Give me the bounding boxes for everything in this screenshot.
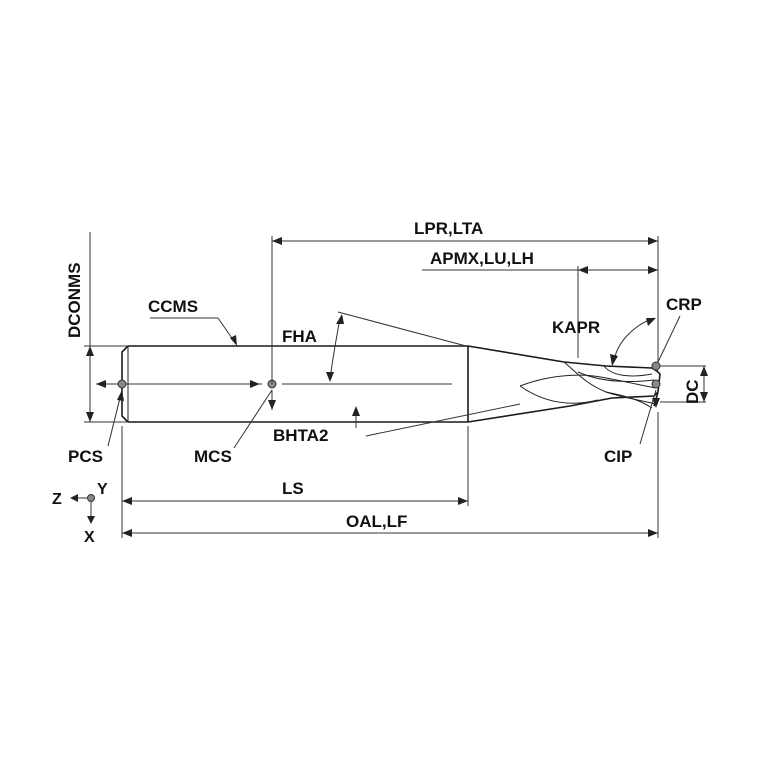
crp-leader xyxy=(657,315,681,363)
ls-label: LS xyxy=(282,479,304,498)
dc-label: DC xyxy=(683,379,702,404)
crp-point xyxy=(651,361,661,371)
mcs-leader xyxy=(233,389,276,449)
apmx-lu-lh-dimension xyxy=(422,266,658,358)
ccms-leader xyxy=(150,317,237,346)
cip-leader xyxy=(639,389,660,445)
ccms-label: CCMS xyxy=(148,297,198,316)
axis-z-label: Z xyxy=(52,491,62,508)
bhta2-indicator xyxy=(352,403,521,437)
centerline-arrow-right xyxy=(250,380,260,388)
fha-indicator xyxy=(326,311,467,382)
pcs-point xyxy=(117,379,127,389)
crp-label: CRP xyxy=(666,295,702,314)
oal-lf-dimension xyxy=(122,412,659,538)
fha-label: FHA xyxy=(282,327,317,346)
dc-dimension xyxy=(660,365,708,403)
coordinate-axes xyxy=(70,494,95,524)
lpr-lta-dimension xyxy=(271,236,659,384)
cip-point xyxy=(651,379,661,389)
apmx-lu-lh-label: APMX,LU,LH xyxy=(430,249,534,268)
pcs-leader xyxy=(107,389,124,447)
kapr-label: KAPR xyxy=(552,318,600,337)
bhta2-label: BHTA2 xyxy=(273,426,328,445)
pcs-label: PCS xyxy=(68,447,103,466)
ls-dimension xyxy=(121,426,469,538)
axis-x-label: X xyxy=(84,529,95,546)
kapr-indicator xyxy=(610,317,656,366)
tool-outline xyxy=(121,345,661,423)
oal-lf-label: OAL,LF xyxy=(346,512,407,531)
cip-label: CIP xyxy=(604,447,632,466)
dconms-label: DCONMS xyxy=(65,262,84,338)
dconms-dimension xyxy=(84,232,128,423)
centerline-arrow-left xyxy=(96,380,106,388)
mcs-label: MCS xyxy=(194,447,232,466)
axis-y-label: Y xyxy=(97,481,108,498)
axis-origin-point xyxy=(87,494,95,502)
lpr-lta-label: LPR,LTA xyxy=(414,219,483,238)
